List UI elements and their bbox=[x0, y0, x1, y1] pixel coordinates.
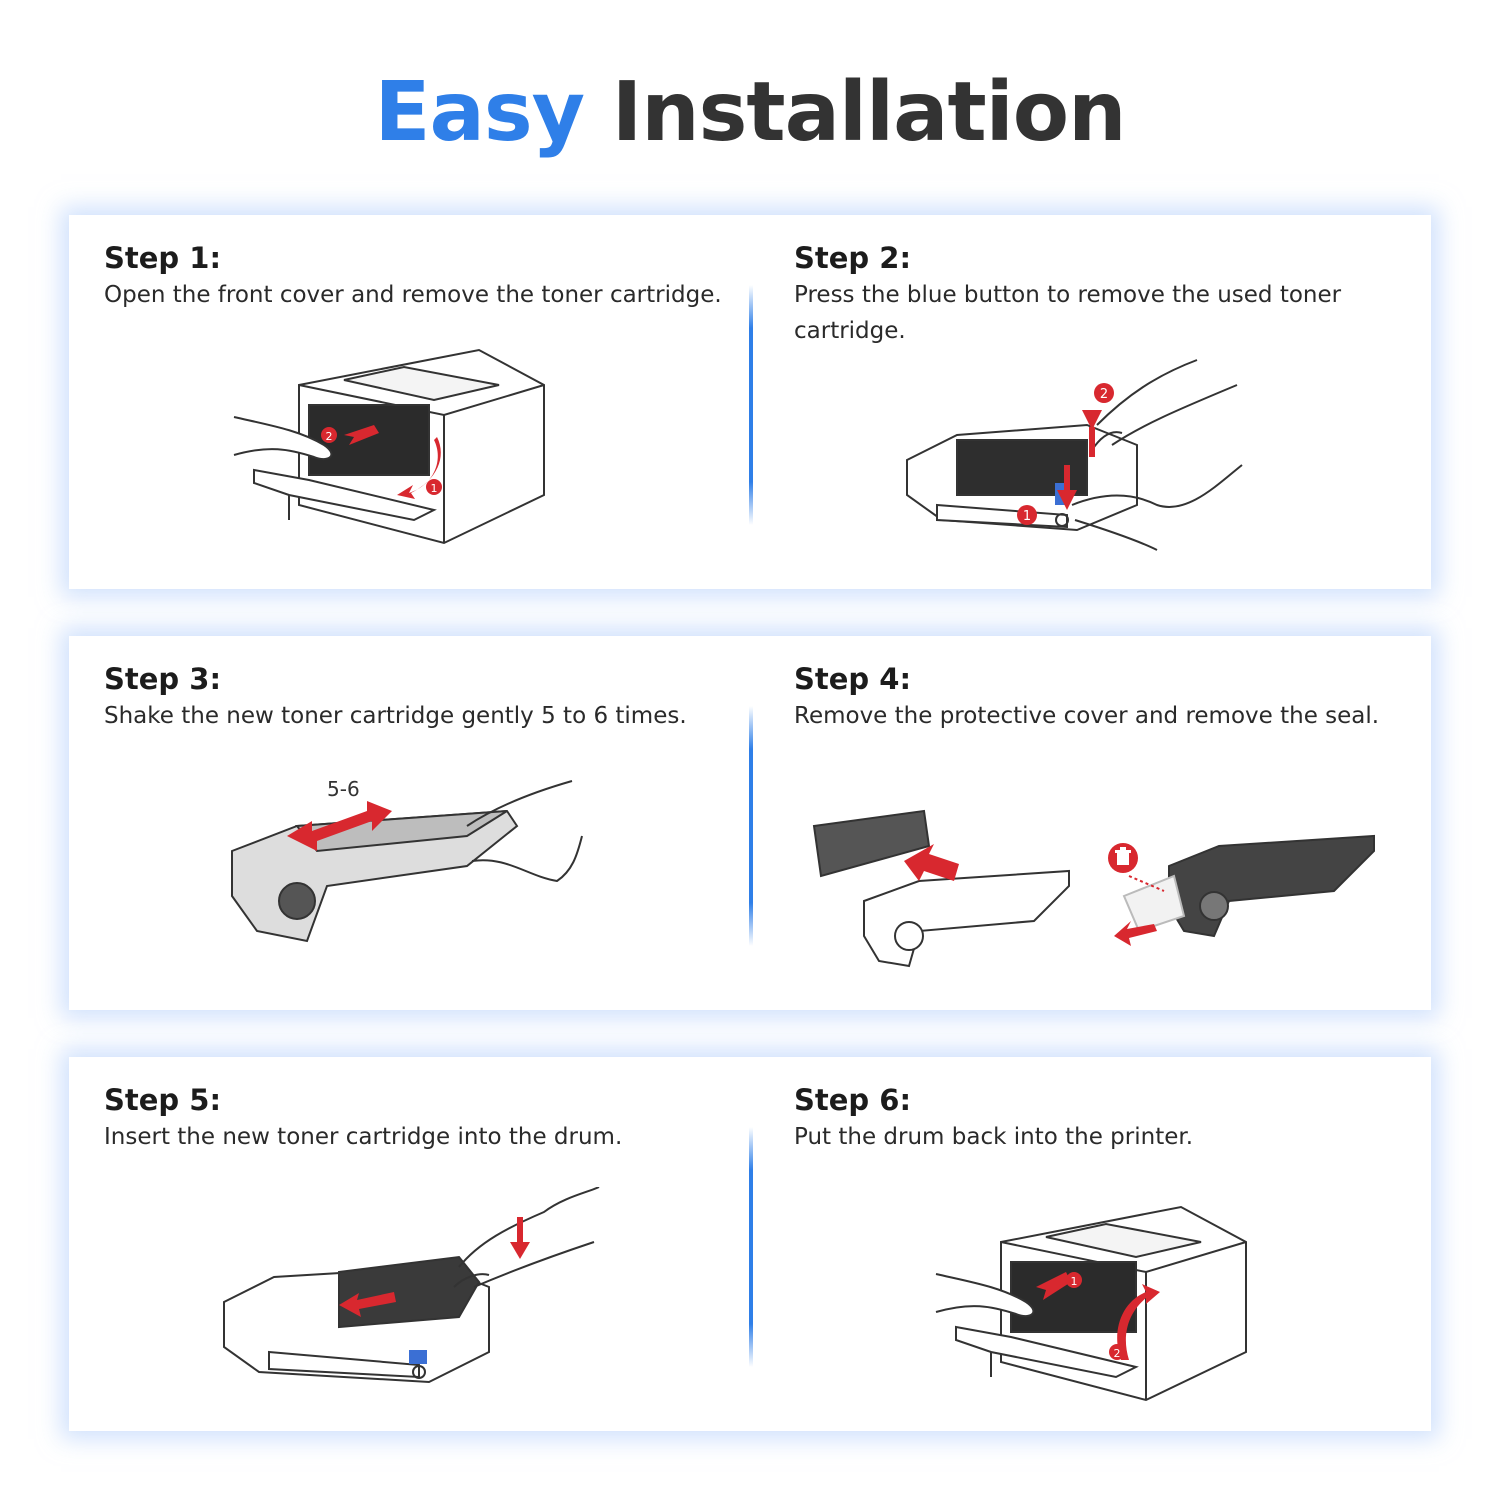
step-5-description: Insert the new toner cartridge into the … bbox=[104, 1124, 623, 1150]
step-5-illustration bbox=[219, 1187, 609, 1397]
panel-2-divider bbox=[749, 706, 753, 946]
step-1-marker-2: 2 bbox=[326, 430, 333, 443]
step-1-marker-1: 1 bbox=[431, 482, 438, 495]
step-6-marker-2: 2 bbox=[1114, 1347, 1121, 1360]
step-5: Step 5: Insert the new toner cartridge i… bbox=[104, 1081, 724, 1155]
panel-3-divider bbox=[749, 1127, 753, 1367]
step-6-marker-1: 1 bbox=[1071, 1275, 1078, 1288]
step-2-illustration: 2 1 bbox=[897, 355, 1247, 555]
step-4-description: Remove the protective cover and remove t… bbox=[794, 703, 1380, 729]
step-3-illustration: 5-6 bbox=[227, 766, 587, 956]
step-2-description: Press the blue button to remove the used… bbox=[794, 282, 1342, 344]
step-6: Step 6: Put the drum back into the print… bbox=[794, 1081, 1414, 1155]
step-4-illustration bbox=[809, 806, 1399, 976]
step-4-label: Step 4: bbox=[794, 662, 912, 696]
shake-count-label: 5-6 bbox=[327, 777, 360, 801]
panel-steps-1-2: Step 1: Open the front cover and remove … bbox=[69, 215, 1431, 589]
step-1-illustration: 2 1 bbox=[229, 345, 559, 545]
panel-1-divider bbox=[749, 285, 753, 525]
panel-steps-5-6: Step 5: Insert the new toner cartridge i… bbox=[69, 1057, 1431, 1431]
panel-steps-3-4: Step 3: Shake the new toner cartridge ge… bbox=[69, 636, 1431, 1010]
step-6-description: Put the drum back into the printer. bbox=[794, 1124, 1194, 1150]
page-title: Easy Installation bbox=[0, 72, 1500, 154]
step-3-label: Step 3: bbox=[104, 662, 222, 696]
step-5-label: Step 5: bbox=[104, 1083, 222, 1117]
title-accent: Easy bbox=[374, 65, 586, 160]
step-1-description: Open the front cover and remove the tone… bbox=[104, 282, 722, 308]
title-rest: Installation bbox=[611, 65, 1127, 160]
step-3: Step 3: Shake the new toner cartridge ge… bbox=[104, 660, 724, 734]
step-6-label: Step 6: bbox=[794, 1083, 912, 1117]
step-2-marker-1: 1 bbox=[1023, 509, 1031, 524]
trash-icon bbox=[1115, 847, 1131, 865]
step-2-label: Step 2: bbox=[794, 241, 912, 275]
step-4: Step 4: Remove the protective cover and … bbox=[794, 660, 1414, 734]
step-1-label: Step 1: bbox=[104, 241, 222, 275]
step-6-illustration: 1 2 bbox=[931, 1202, 1261, 1402]
step-3-description: Shake the new toner cartridge gently 5 t… bbox=[104, 703, 687, 729]
step-1: Step 1: Open the front cover and remove … bbox=[104, 239, 724, 313]
step-2: Step 2: Press the blue button to remove … bbox=[794, 239, 1414, 349]
step-2-marker-2: 2 bbox=[1100, 387, 1108, 402]
